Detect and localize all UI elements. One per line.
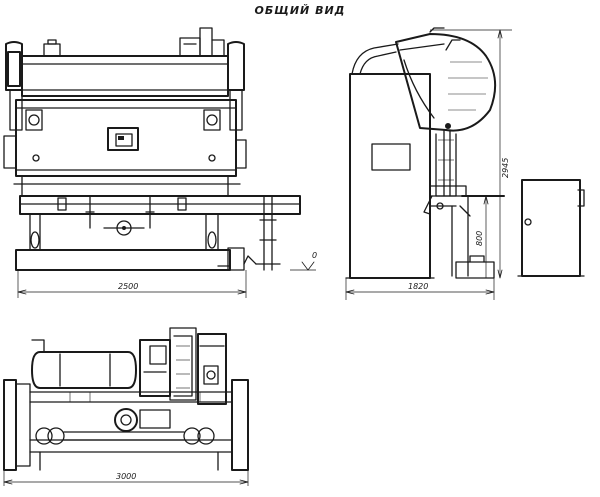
zero-level-label: 0 [312, 251, 317, 260]
side-depth-dimension: 1820 [408, 282, 428, 291]
front-view: 0 2500 [3, 27, 317, 298]
side-height-dimension: 2945 [501, 158, 510, 178]
plan-width-dimension: 3000 [116, 472, 136, 481]
front-width-dimension: 2500 [118, 282, 138, 291]
drawing-title: ОБЩИЙ ВИД [255, 4, 346, 17]
side-view: 2945 800 1820 [345, 27, 512, 300]
electrical-cabinet [517, 179, 585, 277]
side-table-height-dimension: 800 [475, 231, 484, 246]
plan-view: 3000 [3, 327, 249, 486]
